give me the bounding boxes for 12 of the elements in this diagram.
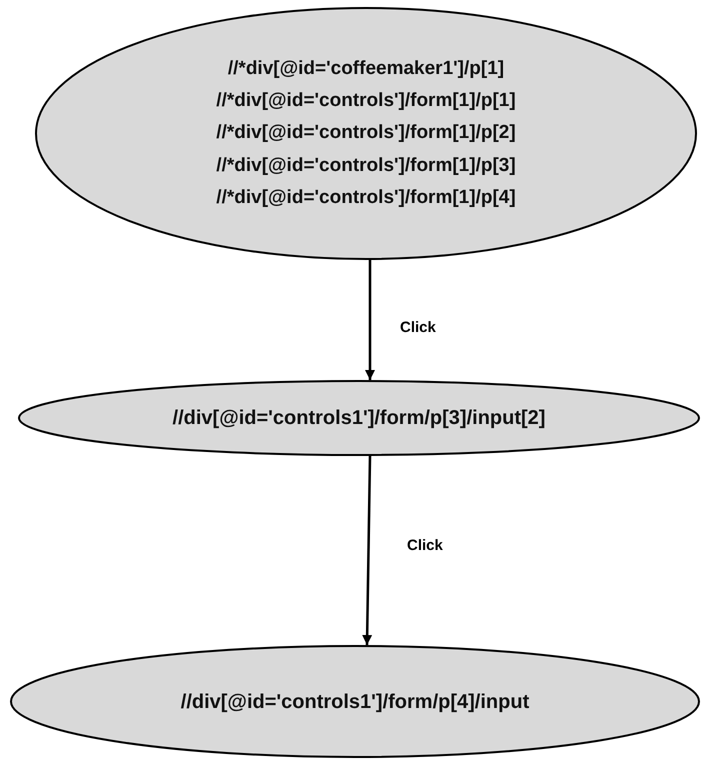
ellipse-node xyxy=(35,7,697,260)
ellipse-node xyxy=(10,645,700,758)
xpath-text: //div[@id='controls1']/form/p[4]/input xyxy=(180,690,530,714)
xpath-text: //*div[@id='coffeemaker1']/p[1] xyxy=(228,56,504,81)
xpath-text: //*div[@id='controls']/form[1]/p[1] xyxy=(216,89,516,114)
arrow xyxy=(365,260,375,380)
arrow xyxy=(362,456,372,646)
xpath-text: //*div[@id='controls']/form[1]/p[3] xyxy=(216,154,516,178)
xpath-text: //div[@id='controls1']/form/p[3]/input[2] xyxy=(172,406,546,430)
ellipse-node xyxy=(18,380,700,456)
xpath-text: //*div[@id='controls']/form[1]/p[4] xyxy=(216,186,516,210)
xpath-text: //*div[@id='controls']/form[1]/p[2] xyxy=(216,121,516,146)
